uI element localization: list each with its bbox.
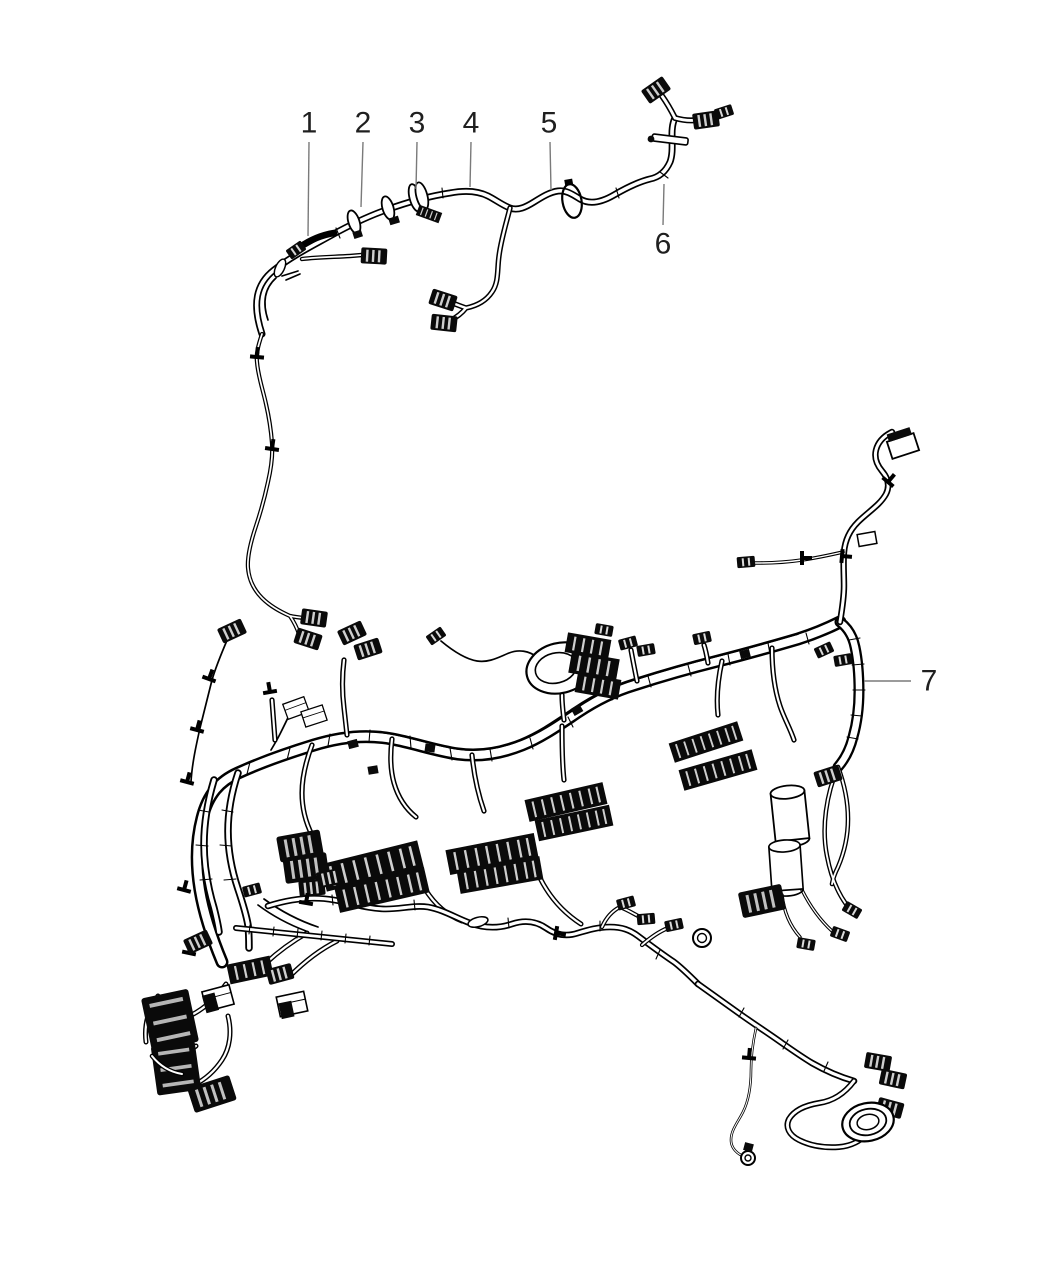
connector: [216, 618, 248, 644]
main-harness-assembly: [140, 427, 921, 1166]
wire-clip: [552, 925, 568, 942]
upper-harness-assembly: [248, 75, 735, 651]
connector: [636, 643, 656, 657]
callout-number-4: 4: [463, 107, 480, 140]
connector: [360, 247, 388, 265]
wire-clip: [179, 770, 197, 786]
connector: [293, 627, 323, 651]
connector: [692, 630, 712, 646]
callout-leader-6: [662, 183, 665, 226]
callout-leader-4: [469, 141, 472, 188]
loop-curl-line: [264, 277, 277, 321]
connector: [636, 912, 656, 926]
wire-clip: [189, 718, 207, 734]
wire-clip: [176, 878, 194, 894]
clamp-2b-foot: [388, 215, 400, 226]
callout-leader-5: [549, 141, 552, 191]
wire-clip: [261, 680, 278, 696]
callout-number-1: 1: [301, 107, 318, 140]
connector: [353, 637, 383, 661]
tube-segment-ticks: [335, 171, 669, 239]
wire-clip: [264, 438, 281, 452]
right-top-branch: [736, 427, 921, 569]
callout-layer: 1 2 3 4 5 6 7: [301, 107, 938, 698]
callout-number-3: 3: [409, 107, 426, 140]
tie-loop-5: [557, 176, 586, 221]
wire-clip: [201, 667, 219, 684]
callout-leader-1: [307, 141, 310, 237]
t-clamp-pin: [647, 135, 655, 143]
connector: [336, 620, 368, 646]
round-connector: [692, 928, 712, 948]
tail-connector-cluster: [740, 1047, 908, 1166]
callout-number-7: 7: [921, 665, 938, 698]
connector: [713, 103, 735, 121]
connector: [300, 608, 328, 628]
callout-number-2: 2: [355, 107, 372, 140]
connector: [615, 895, 637, 911]
connector-rail: [233, 924, 395, 947]
callout-leader-2: [360, 141, 364, 208]
connector: [430, 313, 458, 333]
callout-number-5: 5: [541, 107, 558, 140]
connector: [813, 641, 835, 659]
callout-number-6: 6: [655, 228, 672, 261]
clamp-3-foot: [415, 204, 443, 224]
zip-tie: [281, 270, 301, 281]
fuse-strip-cluster: [320, 721, 758, 913]
connector: [664, 917, 684, 933]
connector: [428, 288, 458, 312]
wire-clip: [249, 346, 265, 360]
callout-leader-3: [415, 141, 418, 190]
connector: [833, 653, 853, 667]
coil-assembly: [425, 623, 622, 700]
trunk-segment-ticks: [195, 632, 866, 1072]
t-clamp: [651, 133, 689, 146]
trunk-clips: [347, 648, 751, 775]
clamp-2-foot: [352, 229, 363, 240]
connector-cluster-bottom-left: [140, 882, 309, 1114]
connector: [617, 635, 639, 651]
trunk-highlight: [235, 633, 799, 769]
